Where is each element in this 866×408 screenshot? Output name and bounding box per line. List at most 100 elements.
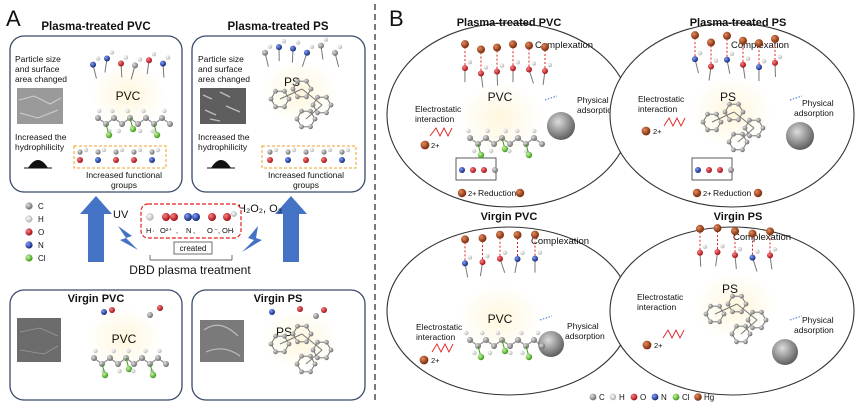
oxygen-atom-icon — [714, 249, 721, 256]
box-title: Plasma-treated PS — [228, 21, 329, 33]
polymer-label: PVC — [488, 312, 513, 326]
carbon-atom-icon — [308, 353, 313, 359]
nitrogen-atom-icon — [104, 55, 110, 62]
bond-line — [539, 315, 553, 321]
mercury-atom-icon — [766, 227, 774, 236]
quadrant-virgin-ps: Virgin PS Complexation PS Electrostatic … — [609, 211, 855, 396]
carbon-atom-icon — [131, 361, 137, 367]
carbon-atom-icon — [467, 337, 473, 343]
carbon-atom-icon — [321, 149, 327, 155]
oxygen-atom-icon — [303, 157, 309, 163]
hydrogen-atom-icon — [702, 244, 708, 249]
oxygen-atom-icon — [510, 65, 516, 72]
nitrogen-atom-icon — [95, 157, 101, 163]
oxygen-atom-icon — [208, 213, 216, 221]
carbon-atom-icon — [760, 125, 766, 131]
carbon-atom-icon — [163, 361, 169, 367]
species-sep: ⁻, — [214, 226, 220, 235]
note-line-2: and surface — [15, 64, 60, 74]
electro-line-2: interaction — [416, 332, 455, 342]
hydrogen-atom-icon — [729, 51, 735, 56]
hydrogen-atom-icon — [609, 393, 617, 401]
carbon-atom-icon — [308, 86, 314, 92]
bond-line — [711, 111, 735, 123]
carbon-atom-icon — [308, 124, 313, 130]
hydrogen-atom-icon — [137, 57, 143, 62]
complexation-label: Complexation — [535, 40, 593, 51]
quadrant-title: Virgin PVC — [481, 211, 538, 223]
mercury-atom-icon — [713, 224, 722, 233]
oxygen-atom-icon — [478, 70, 484, 77]
carbon-atom-icon — [721, 311, 727, 317]
electro-line-2: interaction — [638, 104, 677, 114]
oxygen-atom-icon — [542, 67, 548, 74]
carbon-atom-icon — [315, 110, 320, 116]
carbon-atom-icon — [77, 149, 83, 155]
interaction-zigzag — [431, 342, 454, 354]
nitrogen-atom-icon — [749, 254, 756, 261]
mercury-ion-icon — [642, 340, 652, 350]
box-plasma-treated-pvc: Plasma-treated PVC Particle size and sur… — [9, 21, 183, 193]
hydrogen-atom-icon — [117, 368, 122, 374]
mercury-atom-icon — [739, 36, 747, 45]
carbon-atom-icon — [324, 339, 329, 345]
electro-line-1: Electrostatic — [638, 94, 685, 104]
carbon-atom-icon — [167, 121, 173, 127]
carbon-atom-icon — [131, 149, 137, 155]
hydrogen-atom-icon — [281, 38, 287, 44]
legend-label-o: O — [640, 393, 646, 402]
particle-image — [772, 339, 798, 365]
nitrogen-atom-icon — [290, 45, 296, 52]
carbon-atom-icon — [747, 133, 752, 139]
mercury-ion-icon — [457, 188, 467, 198]
carbon-atom-icon — [756, 133, 761, 139]
mercury-ion-icon — [692, 188, 702, 198]
carbon-atom-icon — [539, 141, 545, 147]
carbon-atom-icon — [731, 131, 736, 137]
hydrogen-atom-icon — [131, 368, 136, 374]
quadrant-plasma-treated-pvc: Plasma-treated PVC Complexation PVC Elec… — [386, 17, 632, 208]
physical-line-2: adsorption — [565, 331, 605, 341]
carbon-atom-icon — [729, 331, 735, 337]
chlorine-atom-icon — [672, 393, 680, 401]
carbon-atom-icon — [332, 49, 338, 56]
bond-line — [740, 319, 758, 335]
carbon-atom-icon — [324, 355, 329, 361]
created-label: created — [180, 244, 207, 253]
electro-line-2: interaction — [637, 302, 676, 312]
mercury-atom-icon — [461, 235, 469, 244]
carbon-atom-icon — [149, 149, 155, 155]
mercury-atom-icon — [515, 188, 525, 198]
complexation-label: Complexation — [531, 236, 589, 247]
carbon-atom-icon — [282, 88, 287, 94]
functional-groups-box — [261, 145, 357, 169]
nitrogen-atom-icon — [514, 255, 521, 262]
hydrogen-atom-icon — [291, 147, 297, 153]
legend-panel-a: C H O N Cl — [25, 202, 46, 263]
oxygen-atom-icon — [109, 307, 115, 313]
hydrogen-atom-icon — [143, 348, 148, 354]
hydrogen-atom-icon — [141, 108, 146, 114]
quadrant-title: Virgin PS — [714, 211, 763, 223]
nitrogen-atom-icon — [149, 157, 155, 163]
carbon-atom-icon — [728, 167, 734, 173]
hydrogen-atom-icon — [126, 348, 131, 354]
nitrogen-atom-icon — [462, 260, 468, 267]
bond-line — [301, 88, 323, 106]
hydrogen-atom-icon — [309, 44, 315, 49]
hydrogen-atom-icon — [150, 128, 155, 134]
hydrogen-atom-icon — [157, 348, 162, 354]
mercury-atom-icon — [748, 229, 757, 238]
carbon-atom-icon — [531, 135, 537, 141]
carbon-atom-icon — [492, 167, 498, 173]
carbon-atom-icon — [262, 49, 268, 56]
polymer-label: PVC — [116, 89, 141, 103]
mercury-atom-icon — [723, 31, 731, 40]
carbon-atom-icon — [95, 115, 101, 121]
note-line-1: Particle size — [15, 54, 61, 64]
carbon-atom-icon — [483, 135, 489, 141]
hydrogen-atom-icon — [515, 128, 520, 134]
chlorine-atom-icon — [101, 371, 109, 379]
hydrogen-atom-icon — [327, 147, 333, 153]
carbon-atom-icon — [515, 337, 521, 343]
